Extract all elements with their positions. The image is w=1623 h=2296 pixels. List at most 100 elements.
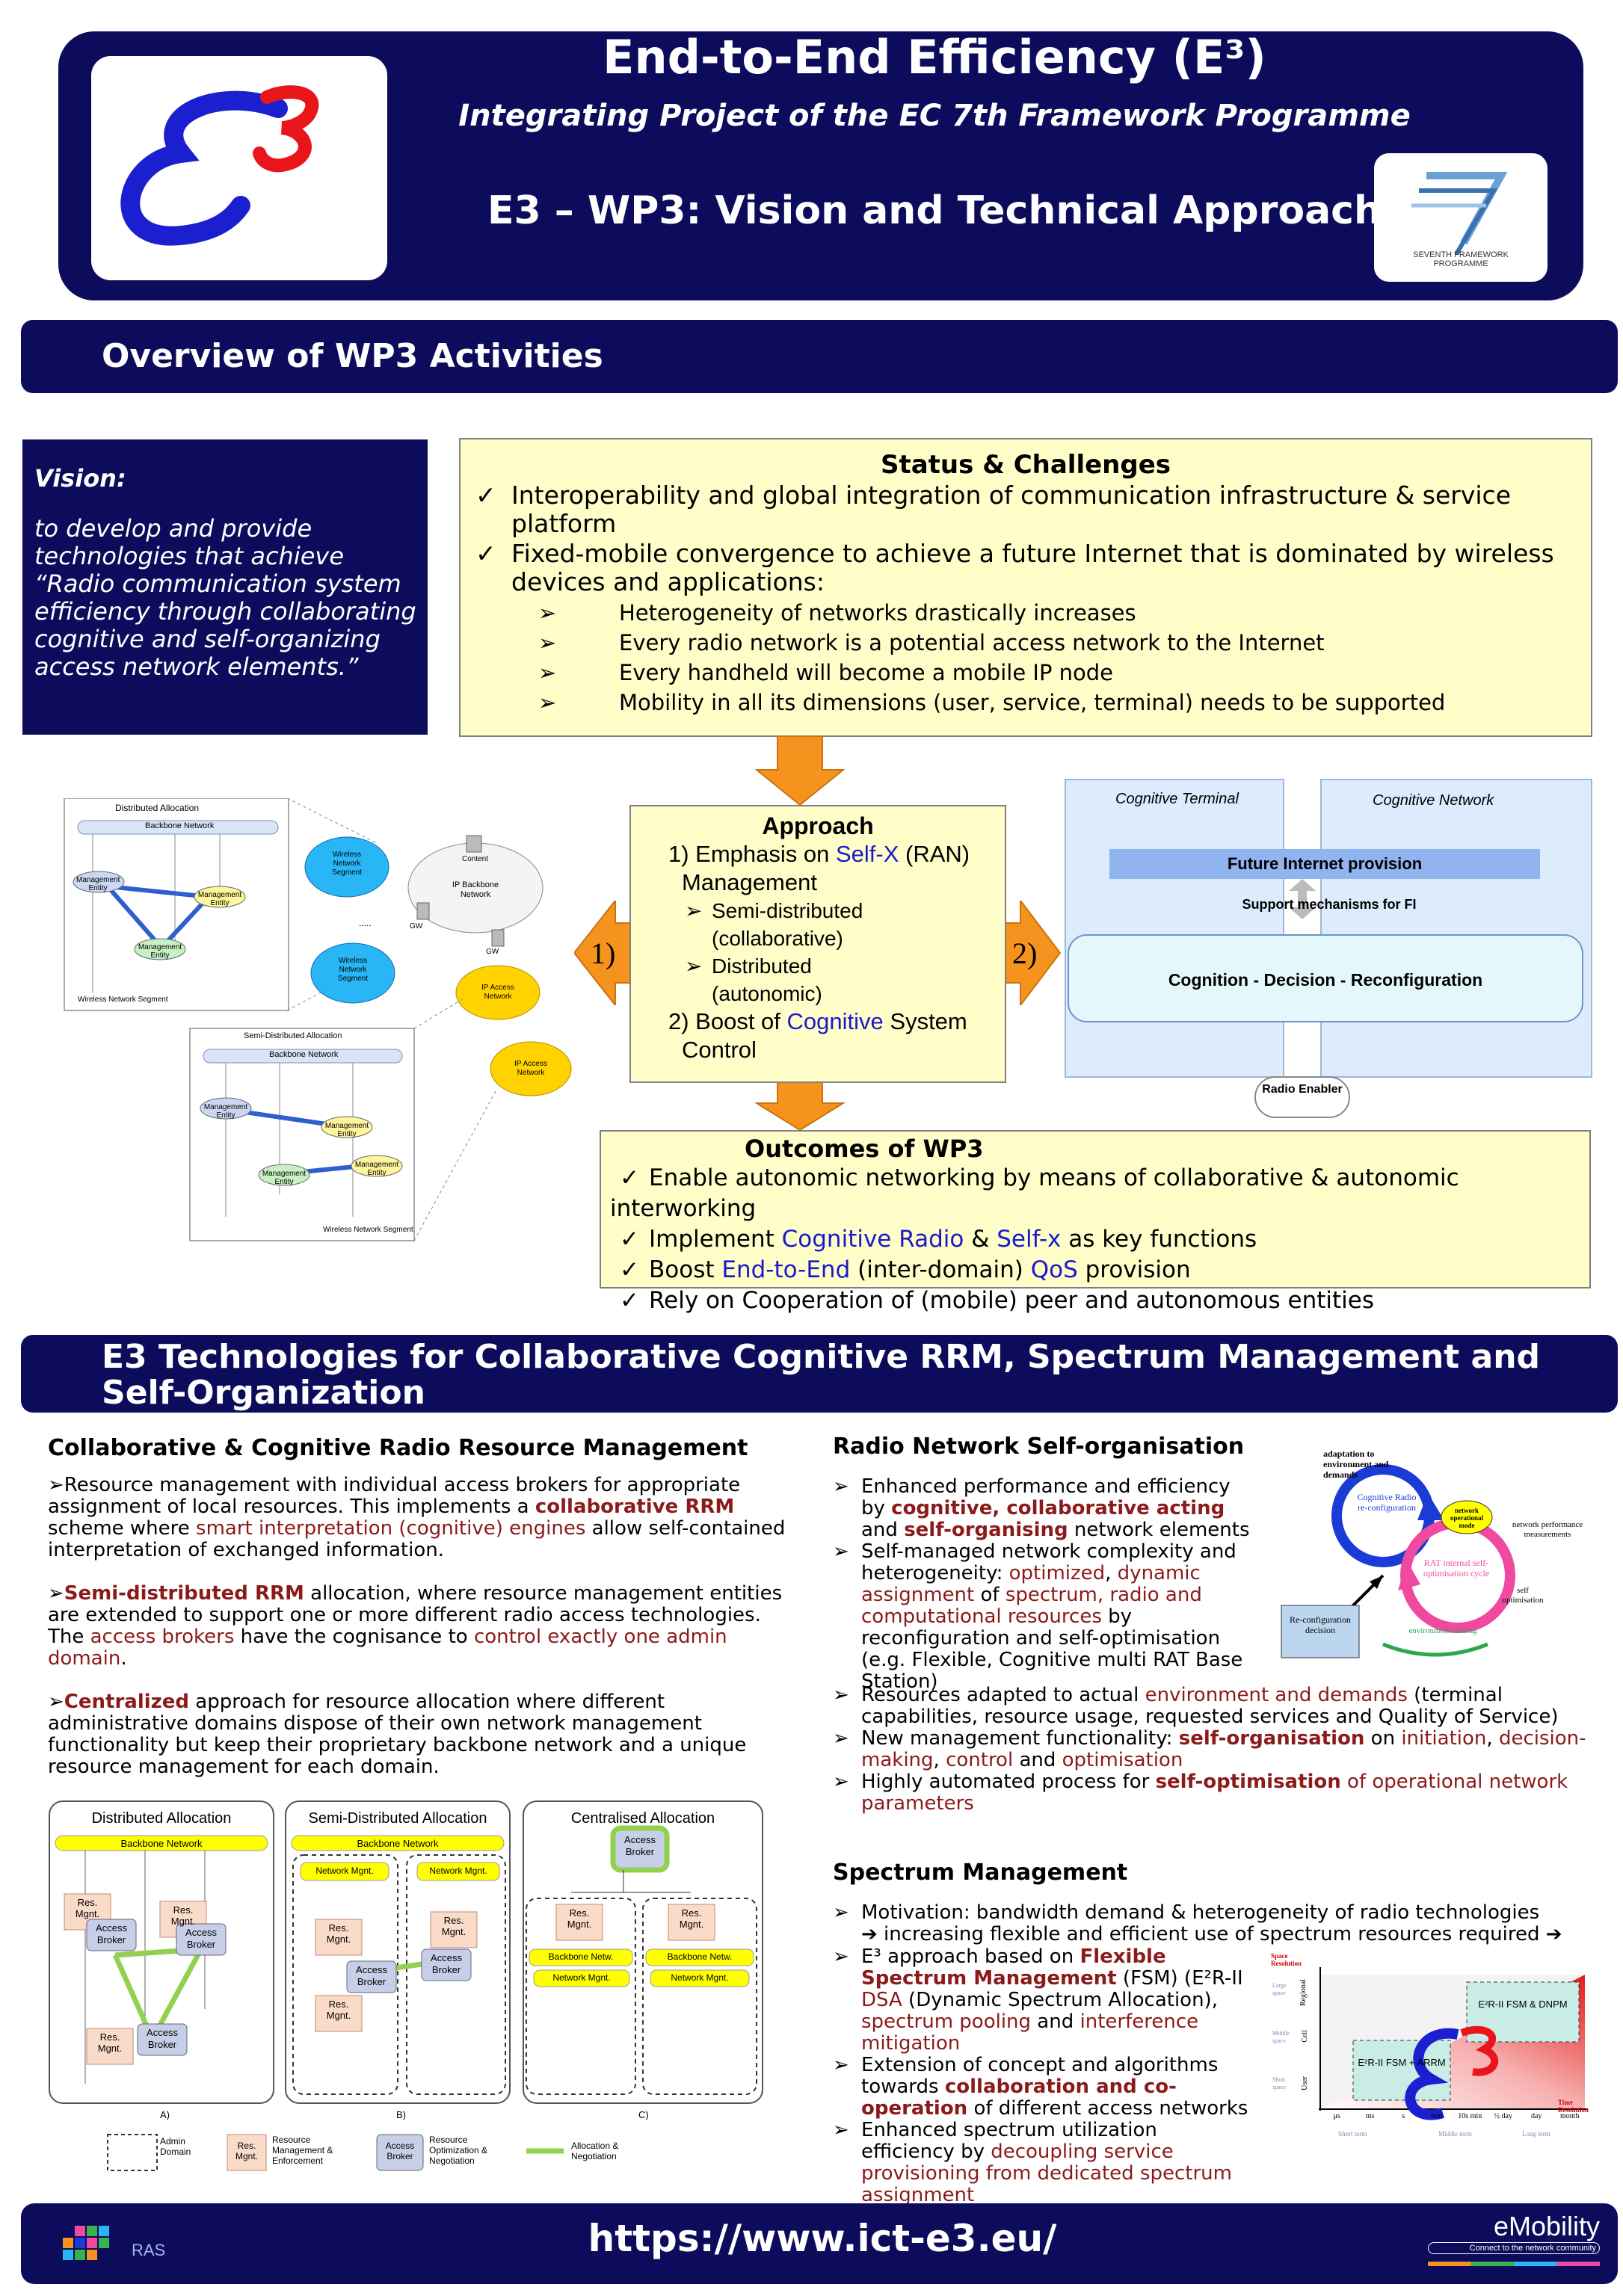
graph-long-term: Long term: [1522, 2130, 1550, 2138]
topology-panel1-footer: Wireless Network Segment: [78, 996, 168, 1004]
graph-space-label: Space Resolution: [1271, 1952, 1302, 1967]
alloc-access-broker: Access Broker: [147, 2027, 178, 2050]
approach-title: Approach: [762, 812, 874, 839]
alloc-res-mgnt: Res. Mgnt.: [326, 1999, 351, 2021]
e3-logo: [91, 56, 387, 280]
topology-mgmt-entity: Management Entity: [354, 1161, 399, 1177]
outcome-item: ✓Implement Cognitive Radio & Self-x as k…: [620, 1226, 1257, 1253]
graph-tick-label: month: [1559, 2112, 1580, 2120]
graph-time-label: Time Resolution: [1558, 2099, 1589, 2114]
graph-middle-term: Middle term: [1438, 2130, 1472, 2138]
emobility-stripe: [1428, 2262, 1600, 2266]
graph-short-term: Short term: [1338, 2130, 1367, 2138]
topology-ip-access: IP Access Network: [514, 1060, 547, 1077]
topology-panel1-title: Distributed Allocation: [115, 803, 200, 813]
topology-backbone: Backbone Network: [269, 1050, 339, 1059]
graph-regional-label: Regional: [1299, 1979, 1308, 2007]
wp-title: E3 – WP3: Vision and Technical Approach: [487, 188, 1382, 233]
alloc-res-mgnt: Res. Mgnt.: [170, 1904, 196, 1927]
topology-gw: GW: [486, 948, 499, 956]
network-topology-diagram: Distributed Allocation Backbone Network …: [63, 798, 631, 1247]
spectrum-bullet: ➢Motivation: bandwidth demand & heteroge…: [833, 1901, 1562, 1945]
alloc-legend-broker-box: Access Broker: [385, 2141, 415, 2161]
section2-title-line1: E3 Technologies for Collaborative Cognit…: [102, 1338, 1541, 1376]
topology-dots: .....: [359, 918, 372, 928]
status-subitem: ➢Every radio network is a potential acce…: [538, 630, 1325, 655]
graph-tick-label: day: [1531, 2112, 1542, 2120]
rrm-column: Collaborative & Cognitive Radio Resource…: [48, 1435, 795, 1778]
fp7-logo: SEVENTH FRAMEWORK PROGRAMME: [1374, 153, 1547, 282]
alloc-access-broker: Access Broker: [431, 1952, 462, 1975]
cycle-rat-label: RAT internal self-optimisation cycle: [1423, 1558, 1490, 1578]
alloc-backbone: Backbone Network: [120, 1838, 203, 1849]
graph-box2: E²R-II FSM + ARRM: [1358, 2057, 1446, 2068]
alloc-res-mgnt: Res. Mgnt.: [567, 1907, 592, 1930]
rrm-paragraph-1: ➢Resource management with individual acc…: [48, 1474, 786, 1561]
graph-cell-label: Cell: [1301, 2030, 1309, 2043]
approach-subitem: ➢Semi-distributed(collaborative): [685, 899, 863, 950]
down-arrow-icon: [755, 1082, 845, 1132]
alloc-access-broker: Access Broker: [624, 1834, 656, 1857]
outcome-item: ✓Rely on Cooperation of (mobile) peer an…: [620, 1287, 1374, 1314]
spectrum-bullet: ➢E³ approach based on Flexible Spectrum …: [833, 1945, 1243, 2055]
down-arrow-icon: [755, 736, 845, 806]
approach-box: Approach 1) Emphasis on Self-X (RAN) Man…: [629, 805, 1006, 1083]
e3-logo-graphic: [120, 85, 319, 246]
ras-logo-graphic: [63, 2226, 109, 2260]
selforg-column: Radio Network Self-organisation ➢Enhance…: [833, 1434, 1251, 1693]
topology-panel2-footer: Wireless Network Segment: [323, 1226, 413, 1234]
topology-graphic: [64, 798, 572, 1241]
selforg-bullet: ➢Resources adapted to actual environment…: [833, 1684, 1559, 1728]
selforg-bullet: ➢Enhanced performance and efficiency by …: [833, 1475, 1250, 1541]
cycle-selfopt-label: self optimisation: [1502, 1586, 1544, 1605]
fp7-logo-text: SEVENTH FRAMEWORK PROGRAMME: [1413, 250, 1509, 268]
alloc-network-mgnt: Network Mgnt.: [429, 1866, 487, 1876]
allocation-diagrams: Distributed Allocation Semi-Distributed …: [48, 1800, 766, 2173]
cognitive-terminal-label: Cognitive Terminal: [1115, 791, 1239, 807]
spectrum-bullet: ➢Enhanced spectrum utilization efficienc…: [833, 2119, 1232, 2206]
alloc-backbone-netw: Backbone Netw.: [548, 1951, 614, 1962]
spectrum-bullet: ➢Extension of concept and algorithms tow…: [833, 2054, 1248, 2120]
cognitive-diagram: Cognitive Terminal Cognitive Network Fut…: [1063, 777, 1595, 1121]
alloc-network-mgnt: Network Mgnt.: [315, 1866, 374, 1876]
status-title: Status & Challenges: [880, 450, 1171, 480]
status-subitem: ➢Every handheld will become a mobile IP …: [538, 660, 1114, 685]
rrm-paragraph-3: ➢Centralized approach for resource alloc…: [48, 1691, 747, 1778]
approach-item-2: 2) Boost of Cognitive System: [668, 1008, 967, 1034]
selforg-bullet: ➢Self-managed network complexity and het…: [833, 1540, 1243, 1693]
alloc-legend-res-box: Res. Mgnt.: [235, 2141, 258, 2161]
cycle-graphic: [1281, 1464, 1515, 1658]
topology-backbone: Backbone Network: [145, 821, 215, 830]
graph-tick-label: ms: [1365, 2112, 1375, 2120]
selforg-cycle-diagram: adaptation to environment and demands Co…: [1271, 1448, 1585, 1665]
status-subitem: ➢Mobility in all its dimensions (user, s…: [538, 690, 1446, 715]
topology-mgmt-entity: Management Entity: [262, 1170, 307, 1186]
alloc-res-mgnt: Res. Mgnt.: [75, 1897, 100, 1919]
cognitive-terminal-panel: [1065, 779, 1284, 1078]
outcome-item: ✓Boost End-to-End (inter-domain) QoS pro…: [620, 1256, 1191, 1283]
rrm-paragraph-2: ➢Semi-distributed RRM allocation, where …: [48, 1582, 783, 1670]
footer-bar: [21, 2203, 1618, 2284]
ras-logo: RAS: [60, 2218, 172, 2271]
alloc-access-broker: Access Broker: [96, 1922, 127, 1945]
approach-subitem: ➢Distributed(autonomic): [685, 954, 822, 1005]
poster-subtitle: Integrating Project of the EC 7th Framew…: [458, 99, 1411, 133]
topology-wireless-segment: Wireless Network Segment: [337, 957, 369, 983]
cdr-box: Cognition - Decision - Reconfiguration: [1068, 934, 1583, 1022]
selforg-bullet: ➢Highly automated process for self-optim…: [833, 1771, 1568, 1815]
topology-wireless-segment: Wireless Network Segment: [331, 851, 363, 877]
alloc-res-mgnt: Res. Mgnt.: [441, 1915, 466, 1937]
footer-url-link[interactable]: https://www.ict-e3.eu/: [588, 2217, 1057, 2260]
status-challenges-box: Status & Challenges ✓Interoperability an…: [459, 438, 1592, 737]
topology-ip-backbone: IP Backbone Network: [452, 880, 499, 899]
graph-large-label: Large space: [1272, 1982, 1287, 1996]
section-technologies-title: E3 Technologies for Collaborative Cognit…: [21, 1335, 1618, 1413]
alloc-network-mgnt: Network Mgnt.: [671, 1972, 729, 1983]
graph-middle-label: Middle space: [1272, 2030, 1290, 2044]
rrm-heading: Collaborative & Cognitive Radio Resource…: [48, 1435, 748, 1461]
cognitive-network-label: Cognitive Network: [1373, 792, 1494, 809]
cycle-netmode-label: network operational mode: [1450, 1507, 1483, 1529]
topology-gw: GW: [410, 922, 423, 931]
alloc-legend-alloc: Allocation & Negotiation: [571, 2141, 619, 2161]
